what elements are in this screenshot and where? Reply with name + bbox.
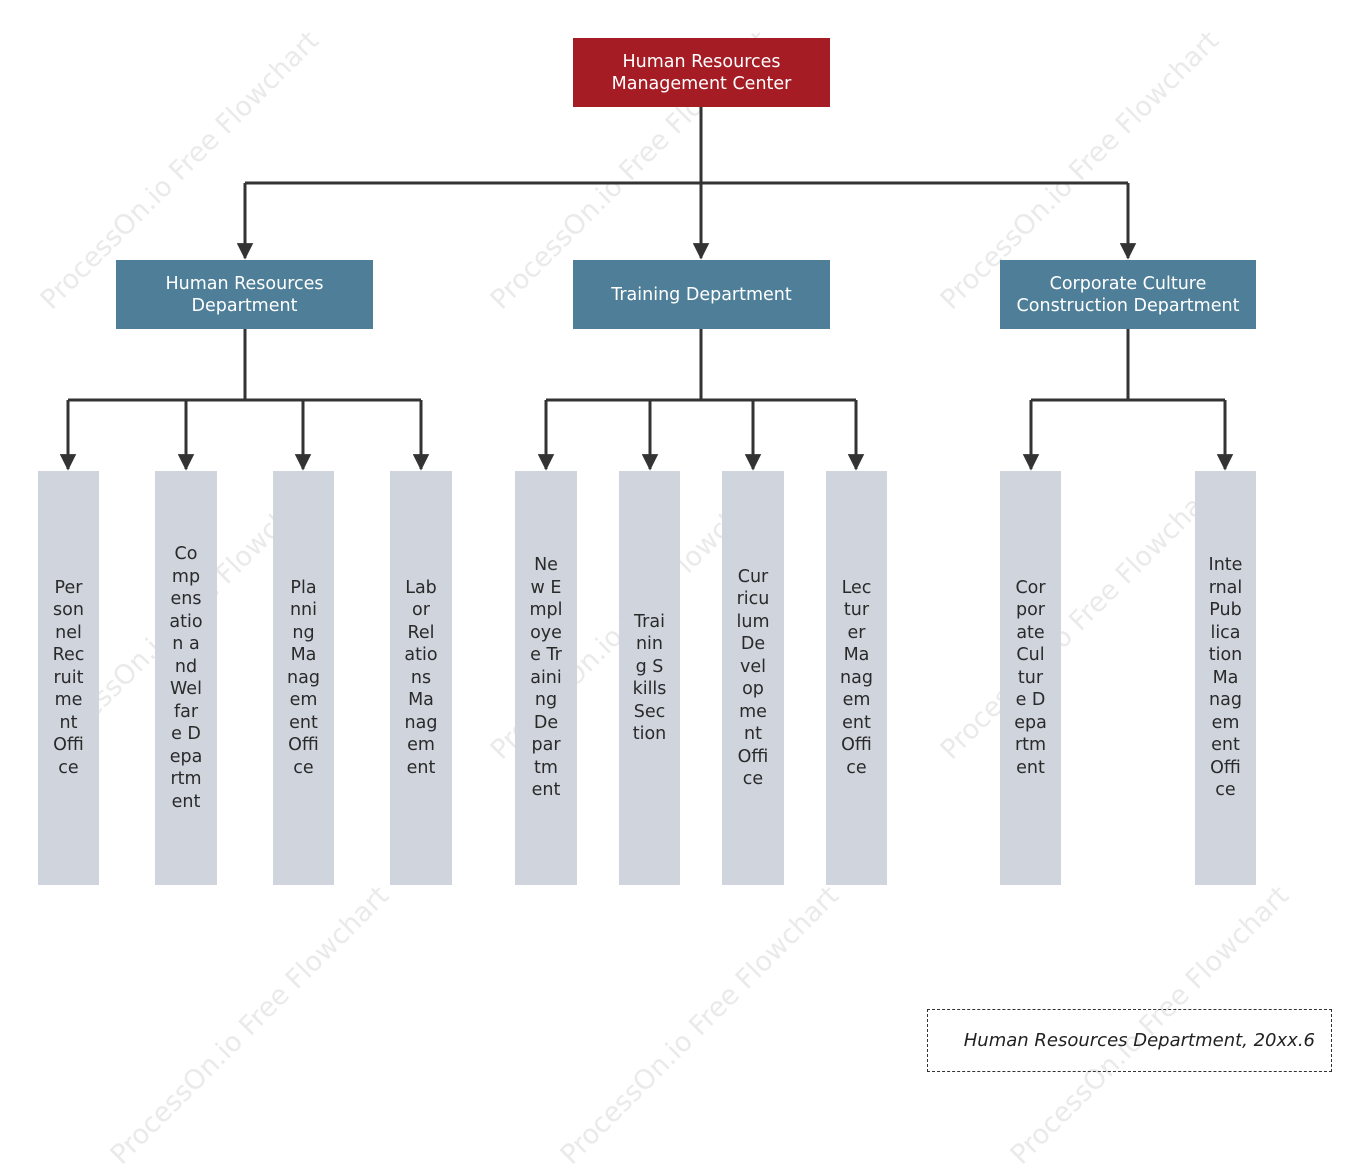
unit-node-label: New Employee Training Department: [529, 555, 563, 801]
department-node-label: Training Department: [611, 284, 792, 305]
footer-note-text: Human Resources Department, 20xx.6: [963, 1030, 1315, 1051]
unit-node-labor-relations[interactable]: Labor Relations Management: [390, 471, 452, 885]
org-chart: ProcessOn.io Free Flowchart ProcessOn.io…: [35, 25, 1332, 1171]
unit-node-label: Internal Publication Management Office: [1208, 555, 1243, 801]
connector-lines: [59, 107, 1234, 471]
unit-node-training-skills[interactable]: Training Skills Section: [619, 471, 680, 885]
root-node[interactable]: Human Resources Management Center: [573, 38, 830, 107]
department-node-label: Corporate Culture Construction Departmen…: [1016, 273, 1240, 316]
root-node-label: Human Resources Management Center: [611, 51, 792, 94]
unit-node-lecturer-management[interactable]: Lecturer Management Office: [826, 471, 887, 885]
unit-node-corporate-culture[interactable]: Corporate Culture Department: [1000, 471, 1061, 885]
unit-node-label: Training Skills Section: [632, 611, 667, 745]
unit-node-new-employee-training[interactable]: New Employee Training Department: [515, 471, 577, 885]
department-node-corporate-culture[interactable]: Corporate Culture Construction Departmen…: [1000, 260, 1256, 329]
department-node-human-resources[interactable]: Human Resources Department: [116, 260, 373, 329]
unit-node-label: Curriculum Development Office: [736, 566, 770, 790]
unit-node-label: Labor Relations Management: [404, 577, 438, 778]
unit-node-internal-publication[interactable]: Internal Publication Management Office: [1195, 471, 1256, 885]
unit-node-personnel-recruitment[interactable]: Personnel Recruitment Office: [38, 471, 99, 885]
footer-note: Human Resources Department, 20xx.6: [927, 1009, 1332, 1072]
unit-node-label: Personnel Recruitment Office: [52, 577, 85, 778]
department-node-label: Human Resources Department: [165, 273, 324, 316]
unit-node-curriculum-development[interactable]: Curriculum Development Office: [722, 471, 784, 885]
unit-node-compensation-welfare[interactable]: Compensation and Welfare Department: [155, 471, 217, 885]
unit-node-label: Compensation and Welfare Department: [169, 544, 203, 812]
unit-node-label: Lecturer Management Office: [840, 577, 873, 778]
unit-node-planning-management[interactable]: Planning Management Office: [273, 471, 334, 885]
department-node-training[interactable]: Training Department: [573, 260, 830, 329]
unit-node-label: Planning Management Office: [287, 577, 320, 778]
unit-node-label: Corporate Culture Department: [1014, 577, 1047, 778]
